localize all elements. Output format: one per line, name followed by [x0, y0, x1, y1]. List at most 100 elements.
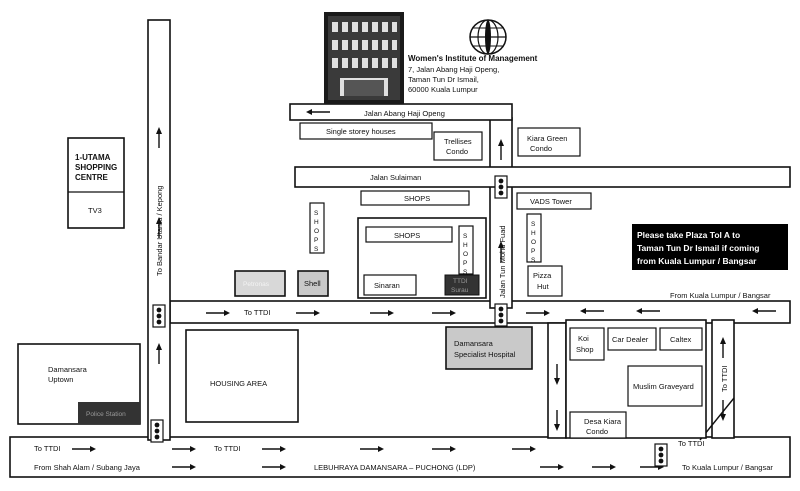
surau-label-1: TTDI [453, 278, 468, 285]
arrow-main-w3 [752, 308, 776, 314]
vads-label: VADS Tower [530, 197, 572, 206]
to-ttdi-right-label: To TTDI [720, 365, 729, 392]
arrow-right-1 [720, 337, 726, 358]
from-shah-alam-label: From Shah Alam / Subang Jaya [34, 463, 141, 472]
trellises-label-2: Condo [446, 147, 468, 156]
koi-box [569, 327, 605, 361]
arrow-ldp-5 [432, 446, 456, 452]
traffic-light-icon [150, 419, 164, 443]
surau-label-2: Surau [451, 287, 469, 294]
arrow-tun-1 [498, 139, 504, 160]
shops-v-left-h: H [314, 219, 319, 226]
muslim-box [627, 365, 703, 407]
note-line-1: Please take Plaza Tol A to [637, 230, 740, 240]
shops-v-right-s: S [531, 221, 536, 228]
org-name: Women's Institute of Management [408, 54, 538, 63]
koi-label-1: Koi [578, 334, 589, 343]
jalan-abang-label: Jalan Abang Haji Openg [364, 109, 445, 118]
arrow-ldp-1 [72, 446, 96, 452]
arrow-ldp-10 [592, 464, 616, 470]
shell-box [297, 270, 329, 297]
hospital-label-1: Damansara [454, 339, 494, 348]
arrow-main-2 [296, 310, 320, 316]
shops-v-right-o: O [531, 239, 536, 246]
address-line-2: Taman Tun Dr Ismail, [408, 75, 479, 84]
car-dealer-box [607, 327, 657, 351]
utama-label-3: CENTRE [75, 173, 109, 182]
shops-v-right-p: P [531, 248, 535, 255]
housing-block [185, 329, 299, 423]
to-ttdi-ramp-label: To TTDI [678, 439, 705, 448]
utama-label-1: 1-UTAMA [75, 153, 111, 162]
arrow-left-3 [156, 343, 162, 364]
arrow-main-5 [526, 310, 550, 316]
uptown-label-1: Damansara [48, 365, 88, 374]
shops-v-left-s2: S [314, 246, 319, 253]
shell-label: Shell [304, 279, 321, 288]
hospital-label-2: Specialist Hospital [454, 350, 516, 359]
arrow-ldp-8 [262, 464, 286, 470]
arrow-main-w1 [580, 308, 604, 314]
shops-v-mid-p: P [463, 260, 467, 267]
traffic-light-icon [494, 175, 508, 199]
wim-logo [469, 19, 507, 55]
shops-v-left-o: O [314, 228, 319, 235]
arrow-inner-1 [554, 410, 560, 431]
shops-v-left-p: P [314, 237, 318, 244]
arrow-left-1 [156, 127, 162, 148]
desa-label-1: Desa Kiara [584, 417, 622, 426]
caltex-label: Caltex [670, 335, 692, 344]
housing-label: HOUSING AREA [210, 379, 267, 388]
shops-v-mid-s2: S [463, 269, 468, 276]
address-line-3: 60000 Kuala Lumpur [408, 85, 478, 94]
pizza-label-1: Pizza [533, 271, 552, 280]
shops-v-mid-h: H [463, 242, 468, 249]
shops-v-left-s: S [314, 210, 319, 217]
arrow-ldp-7 [172, 464, 196, 470]
ldp-label: LEBUHRAYA DAMANSARA – PUCHONG (LDP) [314, 463, 476, 472]
car-dealer-label: Car Dealer [612, 335, 649, 344]
shops-v-mid [458, 225, 474, 275]
desa-box [569, 411, 627, 439]
address-line-1: 7, Jalan Abang Haji Openg, [408, 65, 499, 74]
shops-v-mid-s: S [463, 233, 468, 240]
arrow-ldp-3 [262, 446, 286, 452]
arrow-inner-2 [554, 364, 560, 385]
single-storey-box [299, 122, 433, 140]
from-kl-label: From Kuala Lumpur / Bangsar [670, 291, 771, 300]
shops-top-label: SHOPS [404, 194, 430, 203]
uptown-label-2: Uptown [48, 375, 73, 384]
note-box [632, 224, 788, 270]
petronas-label: Petronas [243, 281, 270, 288]
single-storey-label: Single storey houses [326, 127, 396, 136]
arrow-main-3 [370, 310, 394, 316]
arrow-ldp-9 [540, 464, 564, 470]
shops-mid-label: SHOPS [394, 231, 420, 240]
arrow-main-w2 [636, 308, 660, 314]
to-kl-label: To Kuala Lumpur / Bangsar [682, 463, 773, 472]
jalan-sulaiman-label: Jalan Sulaiman [370, 173, 421, 182]
koi-label-2: Shop [576, 345, 594, 354]
petronas-box [234, 270, 286, 297]
note-line-3: from Kuala Lumpur / Bangsar [637, 256, 757, 266]
wim-building-image [324, 12, 404, 104]
right-road [711, 319, 735, 439]
to-ttdi-ldp-left-label: To TTDI [34, 444, 61, 453]
note-line-2: Taman Tun Dr Ismail if coming [637, 243, 759, 253]
pizza-label-2: Hut [537, 282, 550, 291]
shops-v-right [526, 213, 542, 263]
shops-top-box [360, 190, 470, 206]
traffic-light-icon [654, 443, 668, 467]
to-ttdi-ldp-mid-label: To TTDI [214, 444, 241, 453]
kiara-green-label-1: Kiara Green [527, 134, 567, 143]
arrow-left-2 [156, 217, 162, 238]
desa-label-2: Condo [586, 427, 608, 436]
sinaran-label: Sinaran [374, 281, 400, 290]
traffic-light-icon [152, 304, 166, 328]
muslim-label: Muslim Graveyard [633, 382, 694, 391]
caltex-box [659, 327, 703, 351]
trellises-label-1: Trellises [444, 137, 472, 146]
tv3-label: TV3 [88, 206, 102, 215]
hospital-box [445, 326, 533, 370]
jalan-sulaiman-road [294, 166, 791, 188]
